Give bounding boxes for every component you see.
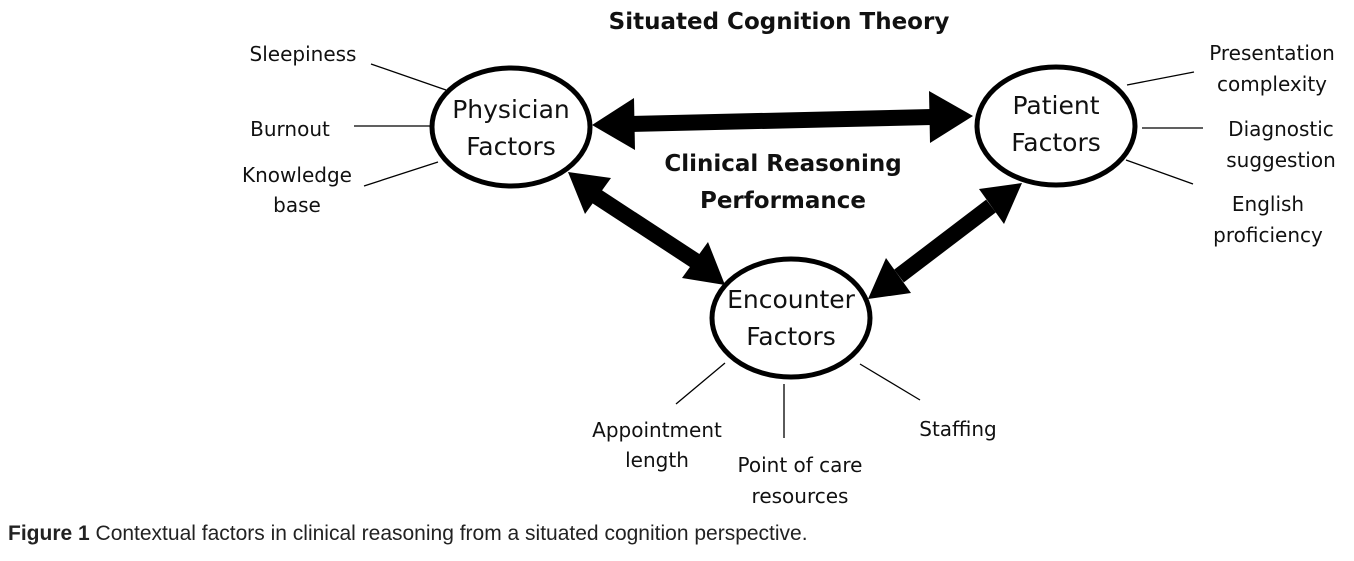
factor-diagnostic-suggestion-line1: Diagnostic: [1228, 117, 1334, 141]
node-physician-line2: Factors: [466, 132, 556, 161]
figure-caption: Figure 1 Contextual factors in clinical …: [8, 522, 1348, 546]
arrow-physician-patient: [592, 91, 973, 150]
connector-staffing: [859, 363, 921, 401]
center-label-line1: Clinical Reasoning: [664, 151, 901, 177]
diagram-title: Situated Cognition Theory: [609, 9, 950, 35]
connector-appointment-length: [675, 362, 726, 405]
node-encounter-line1: Encounter: [727, 285, 856, 314]
node-encounter-line2: Factors: [746, 322, 836, 351]
node-patient-factors: [974, 64, 1138, 188]
connector-sleepiness: [370, 63, 447, 91]
factor-staffing: Staffing: [919, 417, 997, 441]
node-physician-factors: [429, 65, 593, 189]
figure-label: Figure 1: [8, 522, 90, 545]
connector-knowledge-base: [363, 161, 439, 187]
figure-caption-text: Contextual factors in clinical reasoning…: [89, 522, 808, 545]
factor-point-of-care-line2: resources: [752, 484, 849, 508]
factor-diagnostic-suggestion-line2: suggestion: [1226, 148, 1336, 172]
factor-burnout: Burnout: [250, 117, 330, 141]
arrow-patient-encounter: [868, 183, 1022, 299]
factor-point-of-care-line1: Point of care: [738, 453, 863, 477]
factor-presentation-complexity-line1: Presentation: [1209, 41, 1335, 65]
connector-presentation-complexity: [1126, 71, 1195, 86]
factor-appointment-length-line1: Appointment: [592, 418, 722, 442]
factor-presentation-complexity-line2: complexity: [1217, 72, 1327, 96]
node-encounter-factors: [709, 256, 873, 380]
factor-knowledge-base-line2: base: [273, 193, 321, 217]
factor-appointment-length-line2: length: [625, 448, 689, 472]
factor-english-proficiency-line2: proficiency: [1213, 223, 1323, 247]
factor-knowledge-base-line1: Knowledge: [242, 163, 352, 187]
connector-english-proficiency: [1125, 159, 1194, 185]
node-physician-line1: Physician: [452, 95, 570, 124]
center-label-line2: Performance: [700, 188, 866, 214]
factor-english-proficiency-line1: English: [1232, 192, 1304, 216]
node-patient-line1: Patient: [1012, 91, 1099, 120]
arrow-physician-encounter: [568, 172, 725, 285]
node-patient-line2: Factors: [1011, 128, 1101, 157]
factor-sleepiness: Sleepiness: [250, 42, 357, 66]
